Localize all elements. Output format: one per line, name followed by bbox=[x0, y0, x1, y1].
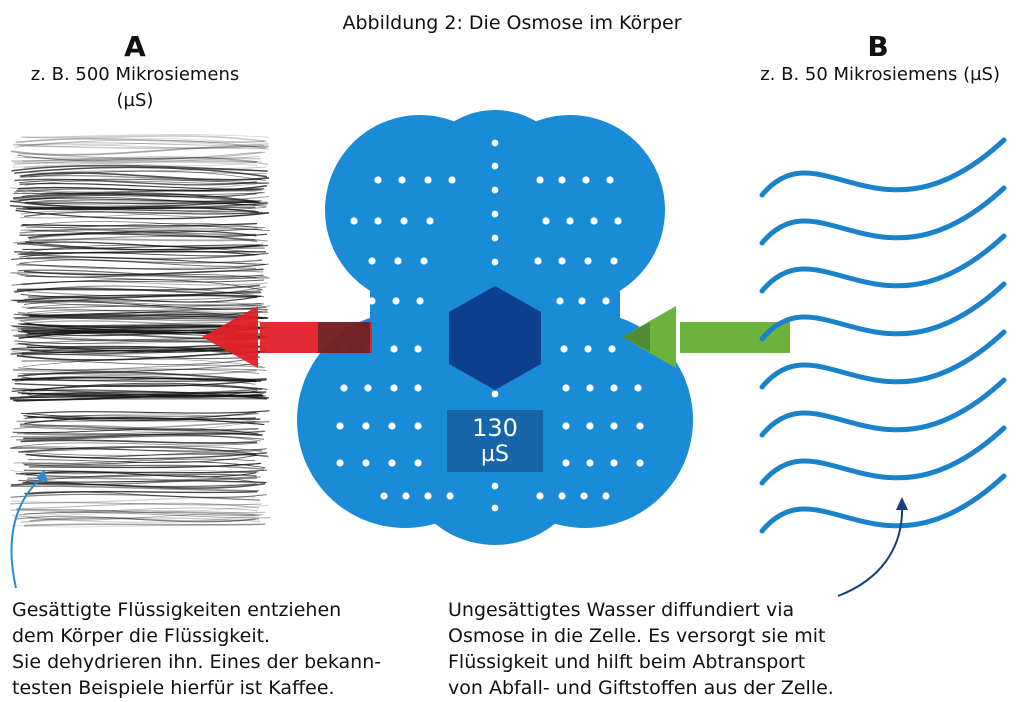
label-b-conductance: z. B. 50 Mikrosiemens (µS) bbox=[760, 64, 1000, 85]
label-b: B bbox=[867, 30, 889, 63]
caption-left-line: testen Beispiele hierfür ist Kaffee. bbox=[12, 677, 335, 699]
caption-left-line: Gesättigte Flüssigkeiten entziehen bbox=[12, 599, 342, 621]
figure-title: Abbildung 2: Die Osmose im Körper bbox=[342, 12, 682, 34]
water-waves-icon bbox=[759, 137, 1007, 534]
caption-right: Ungesättigtes Wasser diffundiert via Osm… bbox=[448, 597, 834, 701]
caption-left-line: Sie dehydrieren ihn. Eines der bekann- bbox=[12, 651, 382, 673]
label-a-conductance: z. B. 500 Mikrosiemens bbox=[30, 64, 240, 85]
cell-conductance-value: 130 bbox=[472, 414, 518, 442]
caption-left-line: dem Körper die Flüssigkeit. bbox=[12, 625, 271, 647]
cell-conductance-box: 130 µS bbox=[447, 410, 543, 472]
caption-right-line: Flüssigkeit und hilft beim Abtransport bbox=[448, 651, 806, 673]
caption-right-line: Osmose in die Zelle. Es versorgt sie mit bbox=[448, 625, 826, 647]
cell-conductance-unit: µS bbox=[481, 442, 509, 467]
caption-right-line: von Abfall- und Giftstoffen aus der Zell… bbox=[448, 677, 834, 699]
left-pointer-arrow-icon bbox=[10, 470, 48, 589]
label-a-unit: (µS) bbox=[116, 90, 154, 111]
nucleus-hexagon-icon bbox=[449, 286, 541, 390]
label-a: A bbox=[124, 30, 146, 63]
caption-right-line: Ungesättigtes Wasser diffundiert via bbox=[448, 599, 795, 621]
outflow-arrow-icon bbox=[202, 306, 372, 368]
caption-left: Gesättigte Flüssigkeiten entziehen dem K… bbox=[12, 597, 381, 701]
right-pointer-arrow-icon bbox=[837, 497, 908, 597]
